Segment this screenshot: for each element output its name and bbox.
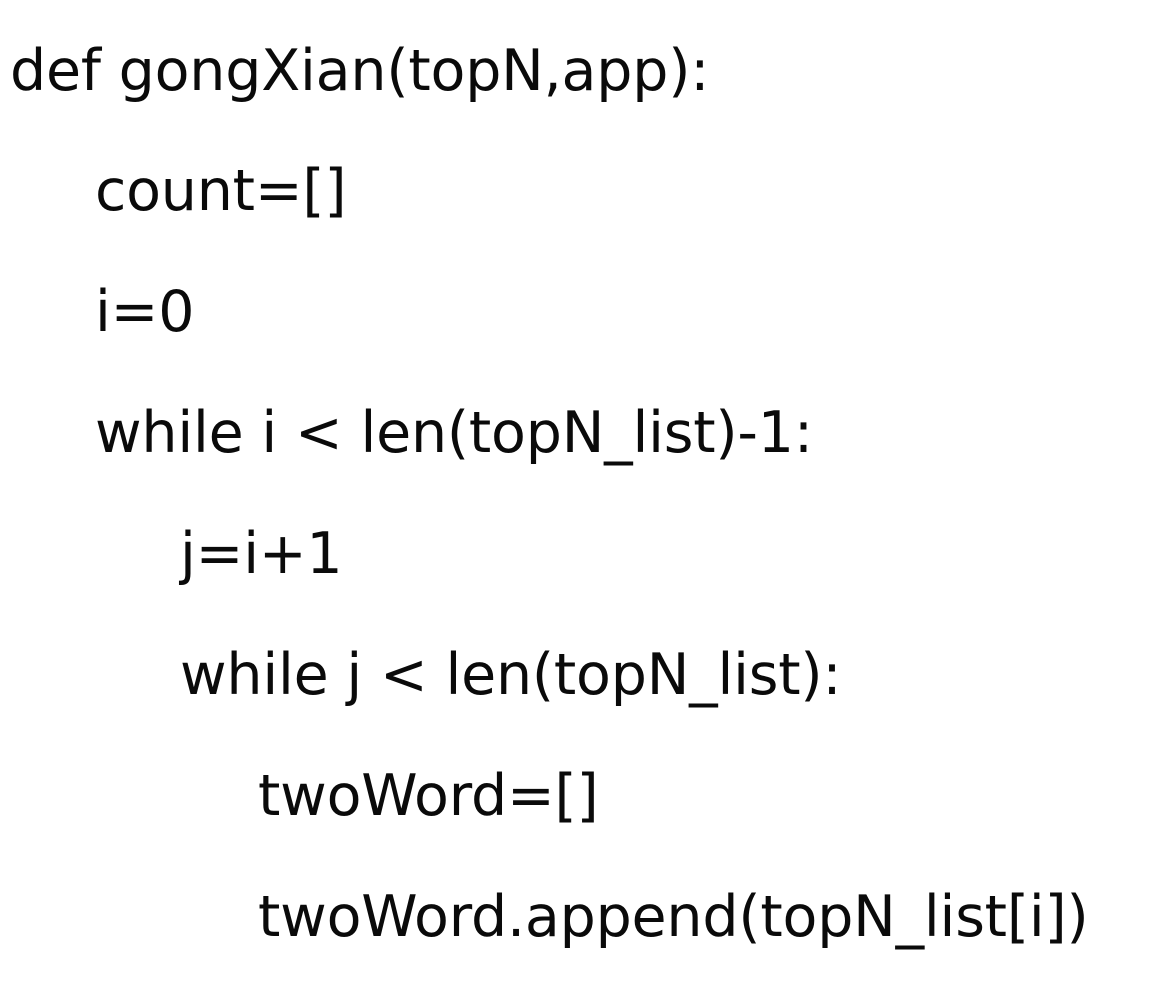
code-line-text: while i < len(topN_list)-1: xyxy=(95,400,813,466)
code-line: while j < len(topN_list): xyxy=(0,637,1157,713)
code-line: j=i+1 xyxy=(0,516,1157,592)
code-line-text: def gongXian(topN,app): xyxy=(10,38,710,104)
code-line: i=0 xyxy=(0,274,1157,350)
code-line-text: while j < len(topN_list): xyxy=(180,642,842,708)
code-line-text: twoWord.append(topN_list[i]) xyxy=(258,884,1089,950)
code-line: def gongXian(topN,app): xyxy=(0,30,1157,108)
code-line-text: i=0 xyxy=(95,279,195,345)
code-line: twoWord=[] xyxy=(0,758,1157,834)
code-line-text: twoWord=[] xyxy=(258,763,599,829)
code-line: count=[] xyxy=(0,153,1157,229)
code-line: twoWord.append(topN_list[i]) xyxy=(0,879,1157,955)
code-line-text: count=[] xyxy=(95,158,347,224)
code-line-text: j=i+1 xyxy=(180,521,343,587)
code-line: while i < len(topN_list)-1: xyxy=(0,395,1157,471)
